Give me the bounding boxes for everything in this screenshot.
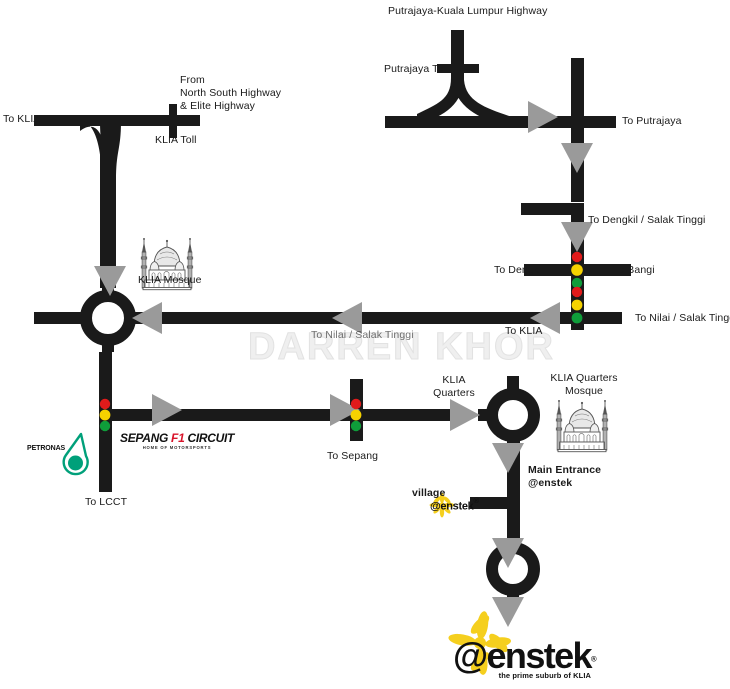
sepang-tagline: HOME OF MOTORSPORTS xyxy=(142,445,212,450)
village-enstek-registered: ® xyxy=(473,496,479,505)
village-enstek-wordmark: @enstek xyxy=(430,500,474,513)
arrow-down-to-enstek-roundabout xyxy=(492,538,524,568)
label-klia-toll: KLIA Toll xyxy=(155,134,197,146)
enstek-tagline: the prime suburb of KLIA xyxy=(498,671,592,680)
road-lcct-sepang-horizontal xyxy=(105,409,355,421)
label-to-klia-left: To KLIA xyxy=(3,113,41,125)
sepang-word-2: CIRCUIT xyxy=(187,431,235,445)
label-to-lcct: To LCCT xyxy=(85,496,128,508)
label-to-nilai-salak-tinggi: To Nilai / Salak Tinggi xyxy=(635,312,730,324)
klia-quarters-mosque-icon xyxy=(555,399,609,453)
enstek-wordmark: @enstek xyxy=(453,635,593,676)
arrow-east-sepang-1 xyxy=(152,394,182,426)
klia-quarters-roundabout xyxy=(486,388,540,442)
arrow-west-to-klia xyxy=(530,302,560,334)
label-to-dengkil: To Dengkil xyxy=(494,264,545,276)
label-klia-mosque: KLIA Mosque xyxy=(138,274,202,286)
label-klia-quarters-mosque: KLIA Quarters Mosque xyxy=(550,372,618,397)
arrow-down-dengkil xyxy=(561,222,593,252)
enstek-starburst-village xyxy=(429,492,455,518)
arrow-down-putrajaya-crossroad xyxy=(561,143,593,173)
quarters-stub-north xyxy=(507,376,519,398)
arrow-down-main-entrance xyxy=(492,443,524,473)
road-klia-trunk-down xyxy=(100,150,116,288)
enstek-main-logo: @enstek® the prime suburb of KLIA xyxy=(453,635,597,680)
sepang-word-f1: F1 xyxy=(171,431,185,445)
sepang-word-1: SEPANG xyxy=(120,431,168,445)
arrow-east-sepang-2 xyxy=(330,394,360,426)
label-putrajaya-toll: Putrajaya Toll xyxy=(384,63,449,75)
enstek-stub-south xyxy=(507,586,519,598)
roundabout-stub-west xyxy=(34,312,82,324)
arrow-east-putrajaya xyxy=(528,101,558,133)
road-putrajaya-west-approach xyxy=(385,116,535,128)
road-to-klia-west xyxy=(34,115,184,126)
label-to-putrajaya: To Putrajaya xyxy=(622,115,682,127)
direction-arrows xyxy=(94,101,593,627)
roundabout-stub-south xyxy=(102,334,114,352)
arrow-west-corridor-1 xyxy=(132,302,162,334)
enstek-starburst-main xyxy=(448,611,511,675)
arrow-east-quarters xyxy=(450,399,480,431)
road-sepang-east xyxy=(356,409,462,421)
enstek-registered: ® xyxy=(590,654,597,664)
klia-toll-barrier xyxy=(169,104,177,138)
sepang-f1-circuit-logo: SEPANG F1 CIRCUIT HOME OF MOTORSPORTS xyxy=(120,431,234,450)
quarters-stub-west xyxy=(478,409,495,421)
road-klia-toll-east xyxy=(166,115,200,126)
label-to-klia-mid: To KLIA xyxy=(505,325,543,337)
label-klia-quarters: KLIA Quarters xyxy=(433,374,475,399)
label-to-nilai-salak-tinggi-occluded: To Nilai / Salak Tinggi xyxy=(311,329,414,341)
label-main-entrance: Main Entrance @enstek xyxy=(528,464,602,489)
petronas-wordmark: PETRONAS xyxy=(27,445,66,452)
tl-nilai-junction xyxy=(571,286,583,324)
klia-roundabout xyxy=(80,290,136,346)
road-putrajaya-y-left xyxy=(417,78,464,125)
label-village: village xyxy=(412,487,446,499)
road-crossroad-vertical-top xyxy=(571,58,584,116)
traffic-lights xyxy=(99,251,583,432)
village-enstek-logo: @enstek® xyxy=(430,496,479,514)
label-putrajaya-kl-highway: Putrajaya-Kuala Lumpur Highway xyxy=(388,5,548,17)
tl-sepang-junction xyxy=(350,398,362,432)
label-to-sepang: To Sepang xyxy=(327,450,379,462)
tl-bangi-junction xyxy=(571,251,583,289)
label-to-dengkil-salak-tinggi: To Dengkil / Salak Tinggi xyxy=(588,214,706,226)
arrow-down-enstek-exit xyxy=(492,597,524,627)
road-dengkil-spur xyxy=(521,203,584,215)
road-putrajaya-kl-highway xyxy=(451,30,464,85)
petronas-droplet-icon xyxy=(62,432,89,476)
watermark: DARREN KHOR xyxy=(248,326,555,369)
label-from-highway: From North South Highway & Elite Highway xyxy=(180,74,282,112)
label-to-bangi: To Bangi xyxy=(613,264,655,276)
arrow-down-to-klia-roundabout xyxy=(94,266,126,296)
road-village-spur xyxy=(470,497,512,509)
arrow-west-corridor-2 xyxy=(332,302,362,334)
putrajaya-toll-barrier xyxy=(437,64,479,73)
tl-lcct-junction xyxy=(99,398,111,432)
